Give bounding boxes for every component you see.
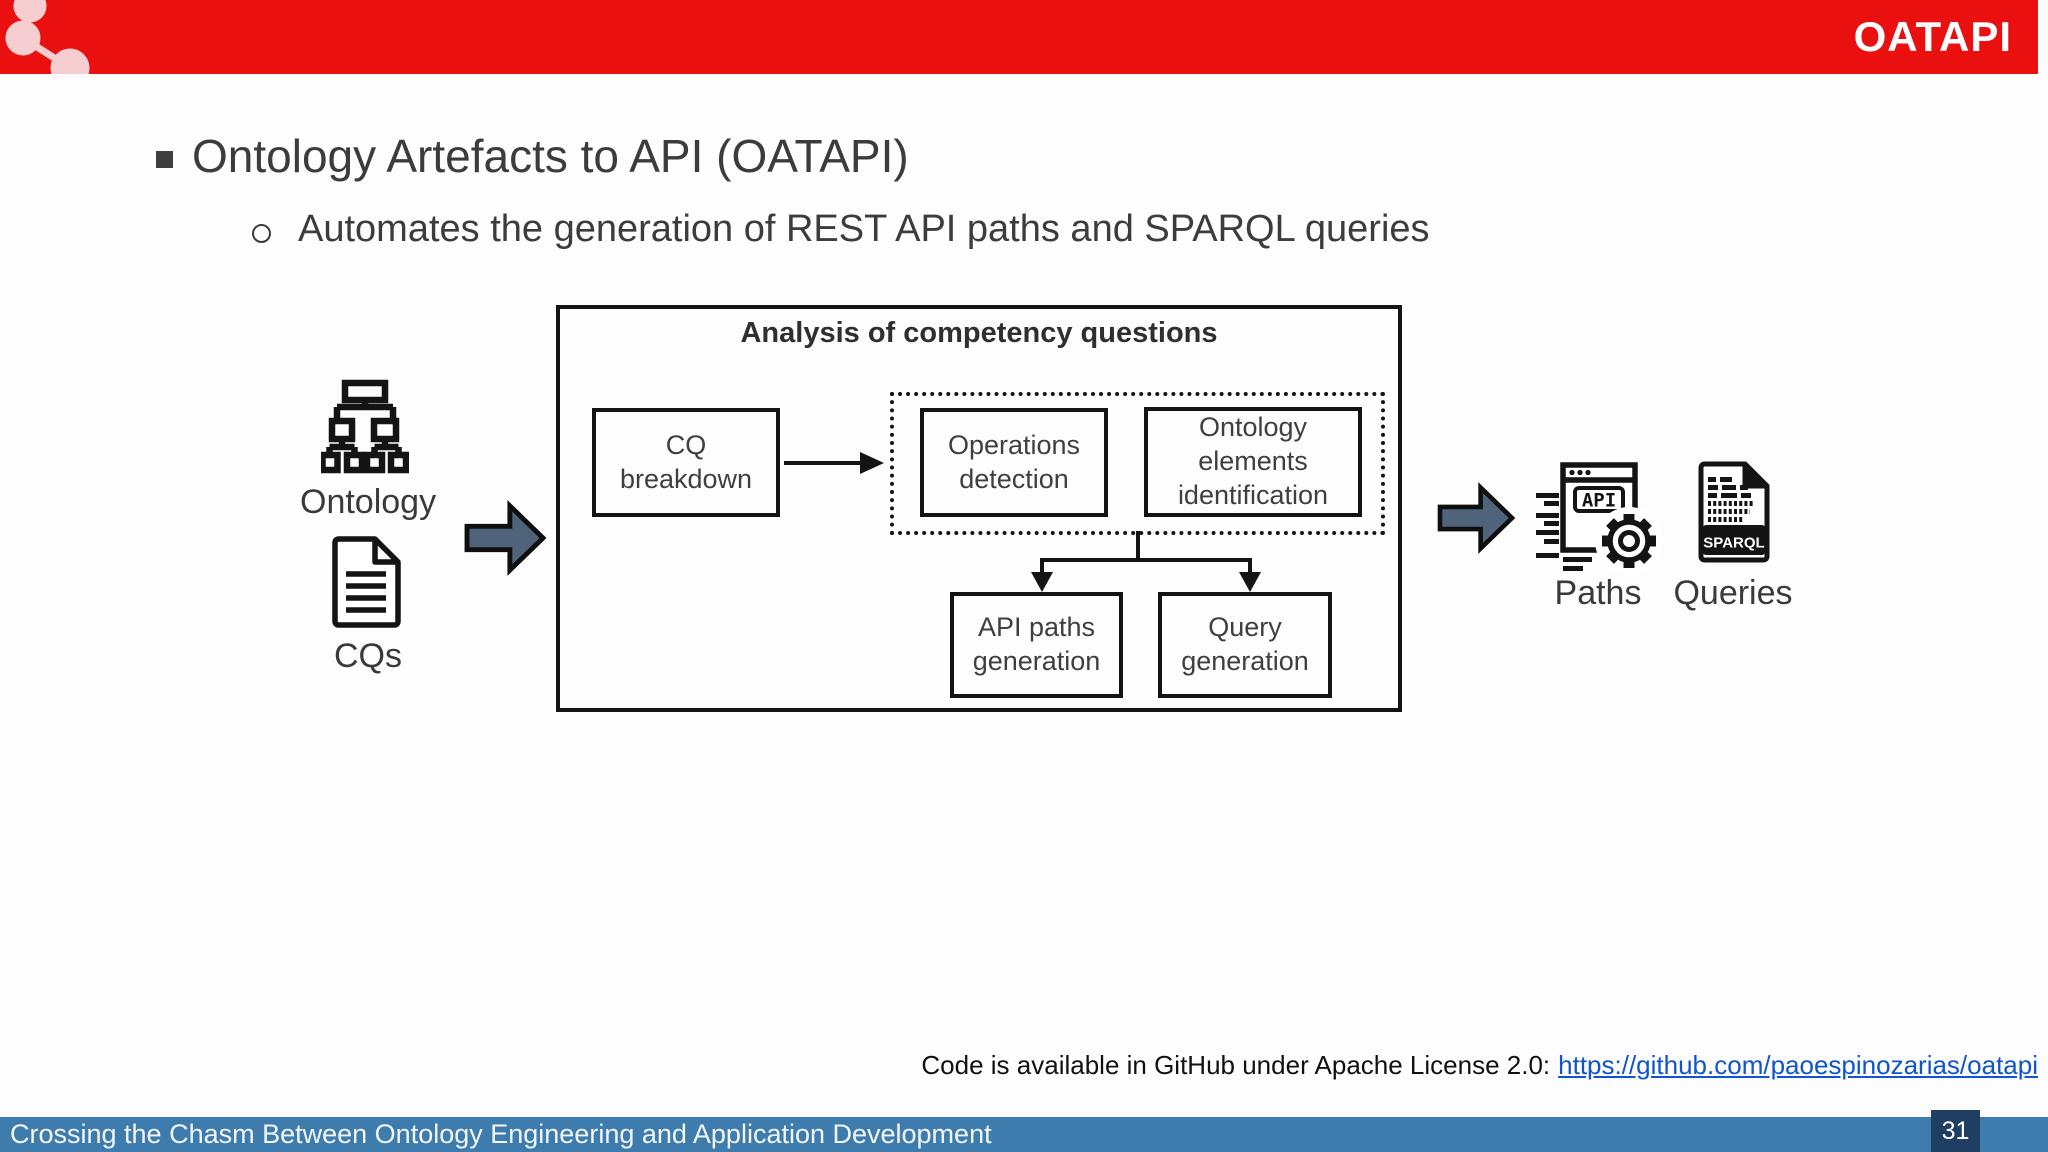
page-subtitle: Automates the generation of REST API pat… [298,208,1430,250]
analysis-container-title: Analysis of competency questions [740,317,1218,349]
api-paths-generation-box: API paths generation [950,592,1123,698]
arrowhead-right-icon [860,452,884,474]
api-window-gear-icon: API [1536,462,1662,575]
operations-detection-box: Operations detection [920,408,1108,517]
analysis-container-box: Analysis of competency questions [556,305,1402,712]
ontology-elements-box: Ontology elements identification [1144,407,1362,517]
presentation-title: Crossing the Chasm Between Ontology Engi… [10,1119,992,1149]
arrowhead-down-icon [1031,572,1053,592]
status-bar: Crossing the Chasm Between Ontology Engi… [0,1117,2048,1152]
flow-arrow-left-icon [464,500,546,576]
github-link[interactable]: https://github.com/paoespinozarias/oatap… [1558,1050,2038,1080]
sparql-file-icon: SPARQL [1698,461,1770,563]
page-number-badge: 31 [1931,1110,1980,1152]
gear-icon [1595,507,1662,575]
cqs-document-icon [332,536,401,628]
connector-line [1040,558,1252,562]
connector-line [1248,558,1252,574]
cq-breakdown-box: CQ breakdown [592,408,780,517]
brand-wordmark: OATAPI [1853,13,2012,60]
circle-bullet-icon [252,224,271,243]
queries-label: Queries [1673,574,1793,612]
cqs-label: CQs [334,637,402,675]
ontology-label: Ontology [300,483,437,521]
paths-label: Paths [1554,574,1642,612]
connector-line [784,461,860,465]
api-icon-text: API [1582,490,1616,512]
header-bar: OATAPI [0,0,2038,74]
connector-line [1040,558,1044,574]
molecule-logo-icon [5,0,90,74]
square-bullet-icon [156,151,173,168]
sparql-icon-text: SPARQL [1703,535,1764,552]
connector-line [1136,531,1140,560]
footnote-text: Code is available in GitHub under Apache… [921,1050,1551,1080]
query-generation-box: Query generation [1158,592,1332,698]
page-title: Ontology Artefacts to API (OATAPI) [192,130,909,182]
flow-arrow-right-icon [1437,482,1516,554]
arrowhead-down-icon [1239,572,1261,592]
ontology-hierarchy-icon [321,379,409,474]
github-footnote: Code is available in GitHub under Apache… [921,1050,2038,1081]
